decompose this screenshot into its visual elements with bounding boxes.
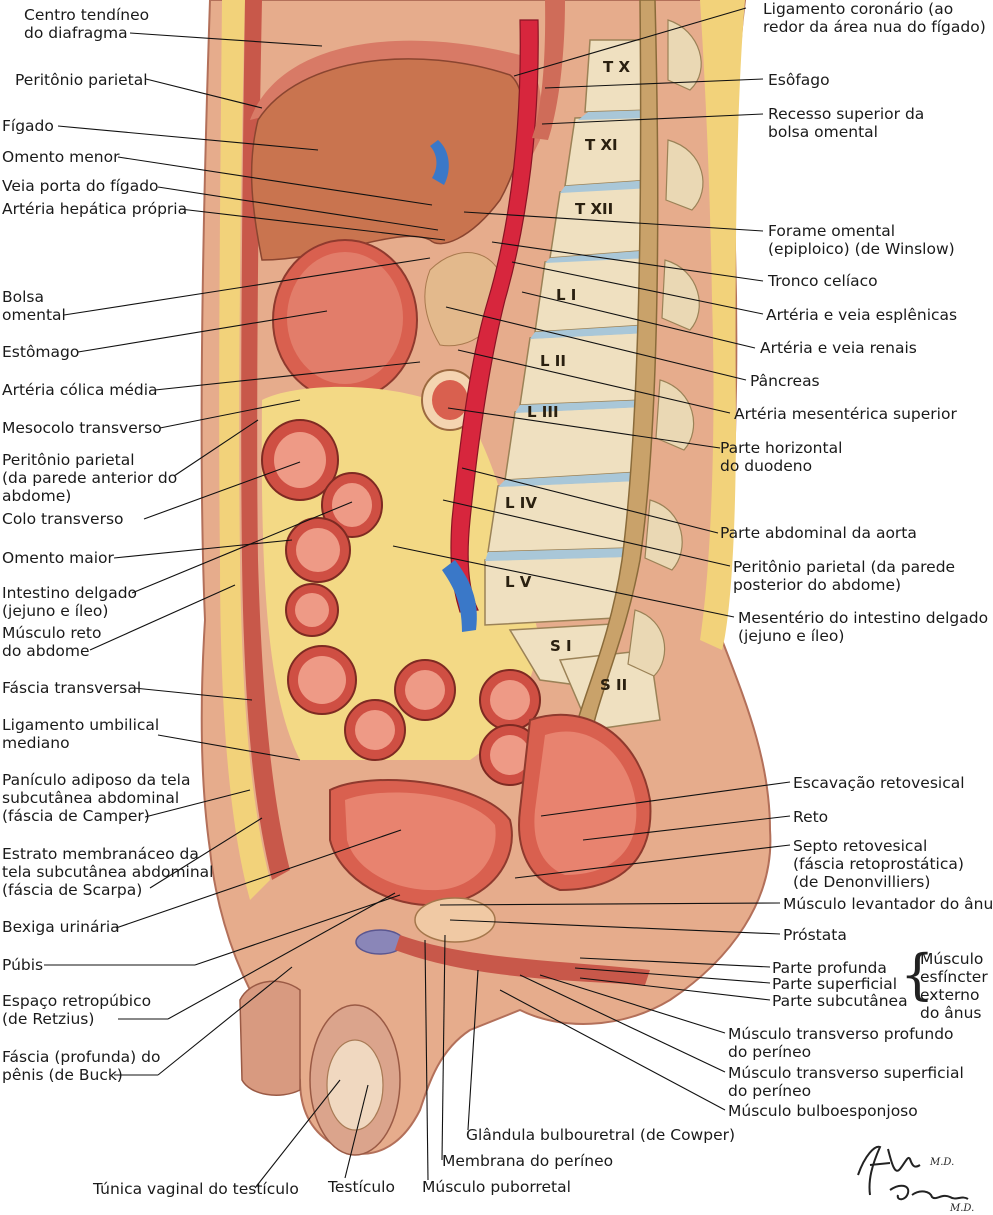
vertebra-label: T XII [575, 200, 614, 218]
svg-text:M.D.: M.D. [949, 1203, 974, 1214]
label-parte-abdominal-aorta: Parte abdominal da aorta [720, 524, 917, 542]
vertebra-label: L III [527, 403, 559, 421]
label-espaco-retropubico: Espaço retropúbico (de Retzius) [2, 992, 152, 1028]
label-fascia-transversal: Fáscia transversal [2, 679, 142, 697]
label-omento-menor: Omento menor [2, 148, 120, 166]
label-levantador-anus: Músculo levantador do ânus [783, 895, 993, 913]
label-escavacao-retovesical: Escavação retovesical [793, 774, 965, 792]
label-parte-profunda: Parte profunda [772, 959, 887, 977]
label-glandula-bulbouretral: Glândula bulbouretral (de Cowper) [466, 1126, 736, 1144]
label-parte-subcutanea: Parte subcutânea [772, 992, 908, 1010]
label-bulboesponjoso: Músculo bulboesponjoso [728, 1102, 918, 1120]
label-musculo-puborretal: Músculo puborretal [422, 1178, 571, 1196]
prostate [414, 897, 496, 943]
label-arteria-veia-renais: Artéria e veia renais [760, 339, 917, 357]
vertebra-label: L IV [505, 494, 537, 512]
label-ligamento-coronario: Ligamento coronário (ao redor da área nu… [763, 0, 986, 36]
label-esfincter-externo: Músculo esfíncter externo do ânus [920, 950, 988, 1022]
label-peritonio-parietal: Peritônio parietal [15, 71, 148, 89]
label-membrana-perineo: Membrana do períneo [442, 1152, 614, 1170]
label-peritonio-parietal-anterior: Peritônio parietal (da parede anterior d… [2, 451, 178, 505]
label-prostata: Próstata [783, 926, 847, 944]
label-esofago: Esôfago [768, 71, 830, 89]
label-peritonio-parietal-posterior: Peritônio parietal (da parede posterior … [733, 558, 956, 594]
label-arteria-colica-media: Artéria cólica média [2, 381, 158, 399]
label-recesso-superior: Recesso superior da bolsa omental [768, 105, 925, 141]
label-septo-retovesical: Septo retovesical (fáscia retoprostática… [793, 837, 964, 891]
artist-signature: M.D. M.D. [857, 1145, 974, 1214]
label-figado: Fígado [2, 117, 54, 135]
label-reto: Reto [793, 808, 829, 826]
label-forame-omental: Forame omental (epiploico) (de Winslow) [768, 222, 955, 258]
label-parte-horizontal-duodeno: Parte horizontal do duodeno [720, 439, 843, 475]
vertebra-label: T X [603, 58, 631, 76]
label-bexiga-urinaria: Bexiga urinária [2, 918, 120, 936]
label-tunica-vaginal: Túnica vaginal do testículo [93, 1180, 299, 1198]
label-transverso-profundo: Músculo transverso profundo do períneo [728, 1025, 954, 1061]
label-tronco-celiaco: Tronco celíaco [768, 272, 878, 290]
vertebra-label: S II [600, 676, 628, 694]
vertebra-label: L I [556, 286, 577, 304]
penis [239, 980, 301, 1096]
label-centro-tendineo: Centro tendíneo do diafragma [24, 6, 150, 42]
label-arteria-mesenterica: Artéria mesentérica superior [734, 405, 957, 423]
label-colo-transverso: Colo transverso [2, 510, 124, 528]
label-estomago: Estômago [2, 343, 80, 361]
label-intestino-delgado: Intestino delgado (jejuno e íleo) [2, 584, 138, 620]
vertebra-label: S I [550, 637, 572, 655]
label-arteria-veia-esplenicas: Artéria e veia esplênicas [766, 306, 958, 324]
label-parte-superficial: Parte superficial [772, 975, 898, 993]
vertebra-label: L V [505, 573, 532, 591]
label-mesenterio: Mesentério do intestino delgado (jejuno … [738, 609, 989, 645]
vertebra-label: L II [540, 352, 566, 370]
label-fascia-penis: Fáscia (profunda) do pênis (de Buck) [2, 1048, 161, 1084]
svg-text:M.D.: M.D. [929, 1157, 954, 1168]
label-ligamento-umbilical: Ligamento umbilical mediano [2, 716, 160, 752]
label-paniculo-adiposo: Panículo adiposo da tela subcutânea abdo… [2, 771, 191, 825]
label-pancreas: Pâncreas [750, 372, 820, 390]
portal-vein [430, 140, 449, 185]
vertebra-label: T XI [585, 136, 618, 154]
label-veia-porta: Veia porta do fígado [2, 177, 159, 195]
label-testiculo: Testículo [328, 1178, 395, 1196]
label-omento-maior: Omento maior [2, 549, 114, 567]
label-bolsa-omental: Bolsa omental [2, 288, 66, 324]
label-mesocolo-transverso: Mesocolo transverso [2, 419, 162, 437]
label-arteria-hepatica: Artéria hepática própria [2, 200, 188, 218]
label-transverso-superficial: Músculo transverso superficial do períne… [728, 1064, 964, 1100]
label-pubis: Púbis [2, 956, 44, 974]
testis [326, 1039, 384, 1131]
brace-symbol: { [900, 943, 935, 1006]
label-musculo-reto: Músculo reto do abdome [2, 624, 102, 660]
label-estrato-membranaceo: Estrato membranáceo da tela subcutânea a… [2, 845, 214, 899]
